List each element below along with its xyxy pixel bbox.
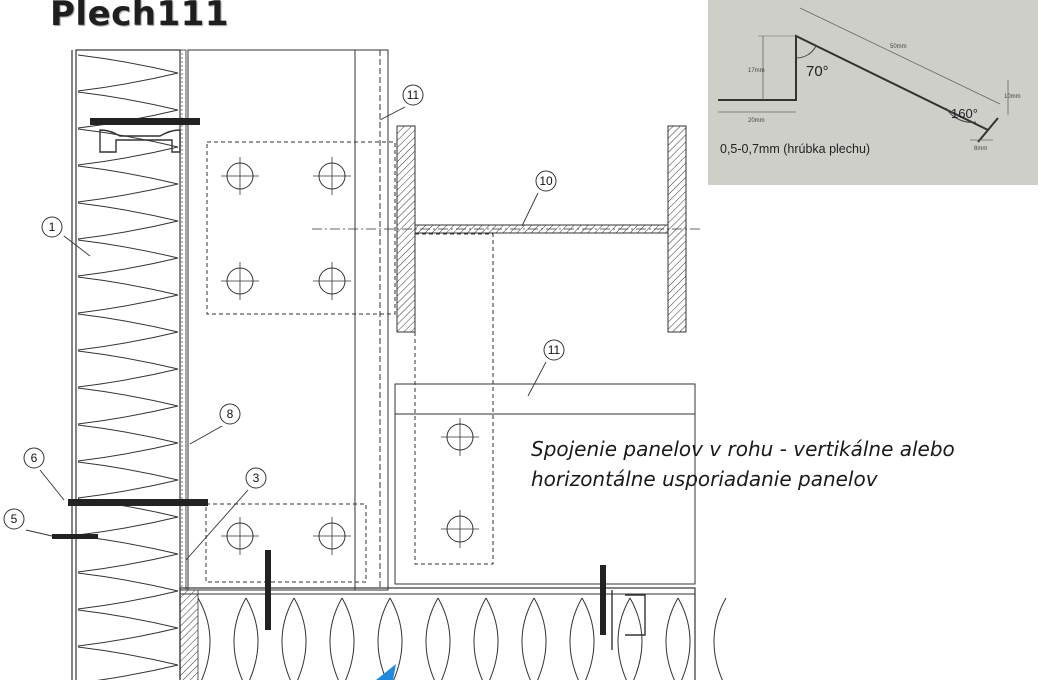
callout-labels: 1 3 5 6 8 10 11 11 bbox=[3, 84, 565, 561]
callout-11: 11 bbox=[527, 339, 565, 397]
callout-number: 3 bbox=[253, 471, 260, 485]
caption-line-1: Spojenie panelov v rohu - vertikálne ale… bbox=[531, 437, 955, 461]
horizontal-insulation-pattern bbox=[197, 597, 727, 680]
top-connection-plate bbox=[187, 49, 396, 591]
diagram-caption: Spojenie panelov v rohu - vertikálne ale… bbox=[531, 434, 955, 494]
callout-6: 6 bbox=[23, 447, 65, 501]
blue-pointer-arrow bbox=[376, 664, 396, 680]
callout-number: 1 bbox=[49, 220, 56, 234]
sheet-profile-inset: 70° 160° 17mm 20mm 50mm 10mm 8mm 0,5-0,7… bbox=[708, 0, 1038, 185]
lower-bracket-plate bbox=[205, 233, 696, 585]
page-title: Plech111 bbox=[50, 0, 229, 34]
callout-5: 5 bbox=[3, 508, 53, 537]
horizontal-wall-panel bbox=[179, 587, 727, 680]
bolt-hole bbox=[441, 510, 479, 548]
callout-number: 6 bbox=[31, 451, 38, 465]
dim-17mm: 17mm bbox=[748, 68, 765, 74]
sheet-thickness-note: 0,5-0,7mm (hrúbka plechu) bbox=[720, 142, 871, 156]
callout-number: 8 bbox=[227, 407, 234, 421]
lower-plate-bolt-holes bbox=[221, 418, 479, 555]
dim-10mm: 10mm bbox=[1004, 94, 1021, 100]
callout-10: 10 bbox=[521, 170, 557, 227]
bolt-hole bbox=[221, 262, 259, 300]
callout-11: 11 bbox=[379, 84, 424, 121]
vertical-wall-panel bbox=[71, 49, 187, 680]
dim-50mm: 50mm bbox=[890, 44, 907, 50]
callout-number: 5 bbox=[11, 512, 18, 526]
angle-70-label: 70° bbox=[806, 63, 829, 80]
bolt-hole bbox=[313, 157, 351, 195]
bolt-hole bbox=[221, 157, 259, 195]
dim-8mm: 8mm bbox=[974, 146, 987, 152]
callout-number: 10 bbox=[539, 174, 553, 188]
bolt-hole bbox=[221, 517, 259, 555]
i-beam-section bbox=[312, 125, 700, 333]
callout-number: 11 bbox=[548, 343, 561, 357]
callout-3: 3 bbox=[185, 467, 267, 561]
sheet-profile-drawing: 70° 160° 17mm 20mm 50mm 10mm 8mm bbox=[718, 7, 1021, 152]
caption-line-2: horizontálne usporiadanie panelov bbox=[531, 467, 878, 491]
angle-160-label: 160° bbox=[951, 106, 978, 121]
dim-20mm: 20mm bbox=[748, 118, 765, 124]
fasteners bbox=[52, 118, 646, 650]
top-plate-bolt-holes bbox=[221, 157, 351, 300]
bolt-hole bbox=[313, 517, 351, 555]
callout-number: 11 bbox=[407, 88, 420, 102]
bolt-hole bbox=[313, 262, 351, 300]
bolt-hole bbox=[441, 418, 479, 456]
vertical-insulation-pattern bbox=[77, 54, 179, 680]
callout-1: 1 bbox=[41, 216, 91, 257]
callout-8: 8 bbox=[189, 403, 241, 445]
